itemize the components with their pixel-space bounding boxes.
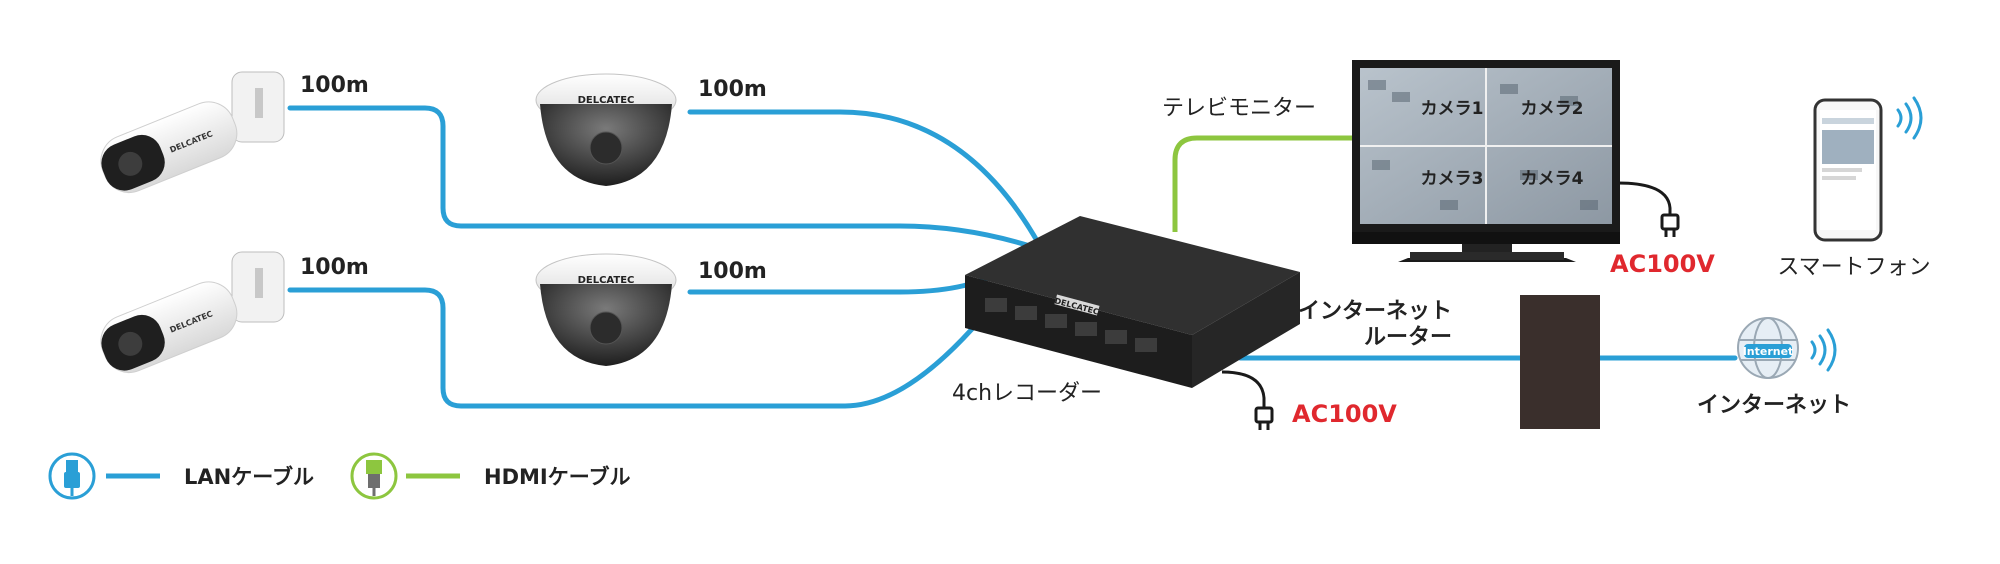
camera-brand: DELCATEC xyxy=(578,275,635,286)
monitor-label: テレビモニター xyxy=(1162,96,1316,121)
lan-cable-camera-1 xyxy=(287,105,1033,249)
router-label: インターネット xyxy=(1298,299,1452,324)
power-plug-icon xyxy=(1254,406,1274,430)
legend: LANケーブル HDMIケーブル xyxy=(48,452,630,500)
screen-label: カメラ1 xyxy=(1421,99,1484,119)
recorder-label: 4chレコーダー xyxy=(952,381,1102,406)
lan-cables xyxy=(287,105,1738,409)
internet-globe-icon: Internet xyxy=(1737,317,1799,379)
recorder-power-label: AC100V xyxy=(1292,400,1397,428)
power-plug-icon xyxy=(1660,213,1680,237)
screen-label: カメラ3 xyxy=(1421,169,1484,189)
legend-lan-label: LANケーブル xyxy=(184,465,314,489)
dome-camera-2: DELCATEC xyxy=(535,253,677,366)
wifi-icon xyxy=(1896,96,1923,140)
internet-label: インターネット xyxy=(1697,393,1851,418)
router-label: ルーター xyxy=(1364,325,1452,350)
monitor-power-label: AC100V xyxy=(1610,250,1715,278)
screen-label: カメラ2 xyxy=(1521,99,1584,119)
dome-camera-1: DELCATEC xyxy=(535,73,677,186)
smartphone-device xyxy=(1813,98,1883,242)
screen-label: カメラ4 xyxy=(1521,169,1584,189)
distance-label: 100m xyxy=(698,259,767,284)
distance-label: 100m xyxy=(698,77,767,102)
power-cords xyxy=(1221,181,1672,408)
distance-label: 100m xyxy=(300,73,369,98)
bullet-camera-1: DELCATEC xyxy=(100,71,285,193)
hdmi-cable xyxy=(1172,135,1352,232)
camera-brand: DELCATEC xyxy=(578,95,635,106)
lan-cable-camera-4 xyxy=(287,287,983,409)
globe-text: Internet xyxy=(1743,345,1794,358)
lan-cable-camera-2 xyxy=(687,109,1043,249)
tv-monitor: カメラ1 カメラ2 カメラ3 カメラ4 xyxy=(1352,60,1620,262)
distance-label: 100m xyxy=(300,255,369,280)
smartphone-label: スマートフォン xyxy=(1777,255,1930,280)
legend-hdmi-label: HDMIケーブル xyxy=(484,465,630,489)
bullet-camera-2: DELCATEC xyxy=(100,251,285,373)
router-device xyxy=(1520,295,1600,429)
recorder-device: DELCATEC xyxy=(965,216,1300,388)
wifi-icon xyxy=(1810,328,1837,372)
